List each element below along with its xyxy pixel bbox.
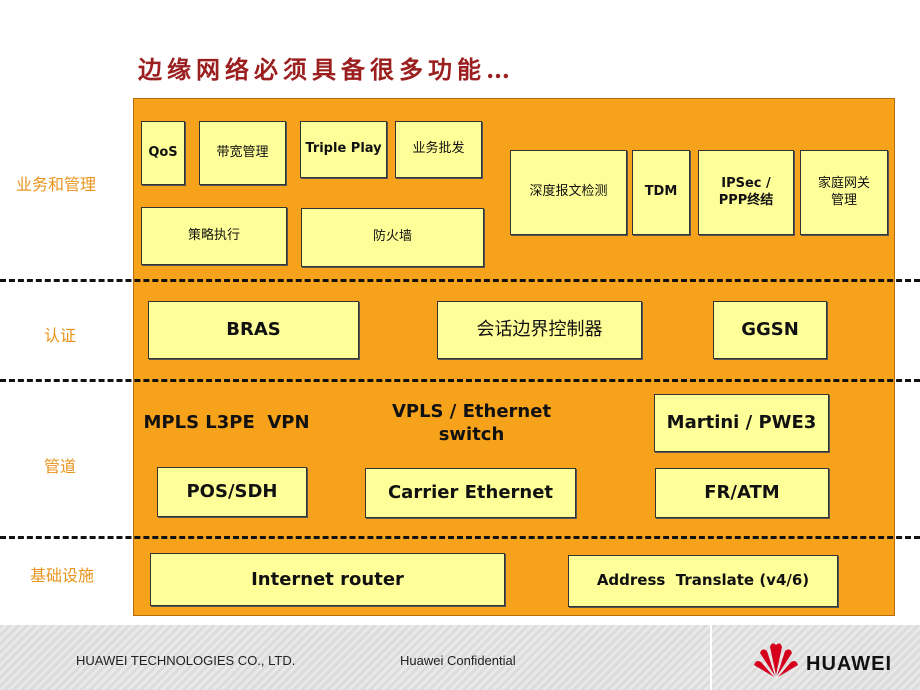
footer-company: HUAWEI TECHNOLOGIES CO., LTD. <box>76 653 296 668</box>
layer-divider-2 <box>0 379 920 382</box>
box-address-translate: Address Translate (v4/6) <box>568 555 838 607</box>
box-home-gateway-management: 家庭网关管理 <box>800 150 888 235</box>
box-ggsn: GGSN <box>713 301 827 359</box>
layer-divider-3 <box>0 536 920 539</box>
box-ipsec-ppp: IPSec /PPP终结 <box>698 150 794 235</box>
box-fr-atm: FR/ATM <box>655 468 829 518</box>
box-carrier-ethernet: Carrier Ethernet <box>365 468 576 518</box>
huawei-logo-text: HUAWEI <box>806 653 892 675</box>
box-policy-enforcement: 策略执行 <box>141 207 287 265</box>
box-internet-router: Internet router <box>150 553 505 606</box>
label-mpls-l3pe-vpn: MPLS L3PE VPN <box>143 412 310 434</box>
box-firewall: 防火墙 <box>301 208 484 267</box>
box-bras: BRAS <box>148 301 359 359</box>
footer-separator <box>710 625 712 690</box>
footer: HUAWEI TECHNOLOGIES CO., LTD. Huawei Con… <box>0 625 920 690</box>
label-vpls-ethernet-switch: VPLS / Ethernet switch <box>391 400 552 445</box>
slide-title: 边缘网络必须具备很多功能… <box>138 55 515 84</box>
box-qos: QoS <box>141 121 185 185</box>
layer-label-transport: 管道 <box>44 457 77 476</box>
box-service-wholesale: 业务批发 <box>395 121 482 178</box>
layer-label-infra: 基础设施 <box>30 566 95 585</box>
layer-label-services: 业务和管理 <box>16 175 97 194</box>
huawei-logo-icon <box>754 643 798 677</box>
box-martini-pwe3: Martini / PWE3 <box>654 394 829 452</box>
box-deep-packet-inspection: 深度报文检测 <box>510 150 627 235</box>
box-pos-sdh: POS/SDH <box>157 467 307 517</box>
footer-confidential: Huawei Confidential <box>400 653 516 668</box>
box-bandwidth-management: 带宽管理 <box>199 121 286 185</box>
layer-label-auth: 认证 <box>44 326 77 345</box>
box-triple-play: Triple Play <box>300 121 387 178</box>
box-tdm: TDM <box>632 150 690 235</box>
layer-divider-1 <box>0 279 920 282</box>
box-session-border-controller: 会话边界控制器 <box>437 301 642 359</box>
